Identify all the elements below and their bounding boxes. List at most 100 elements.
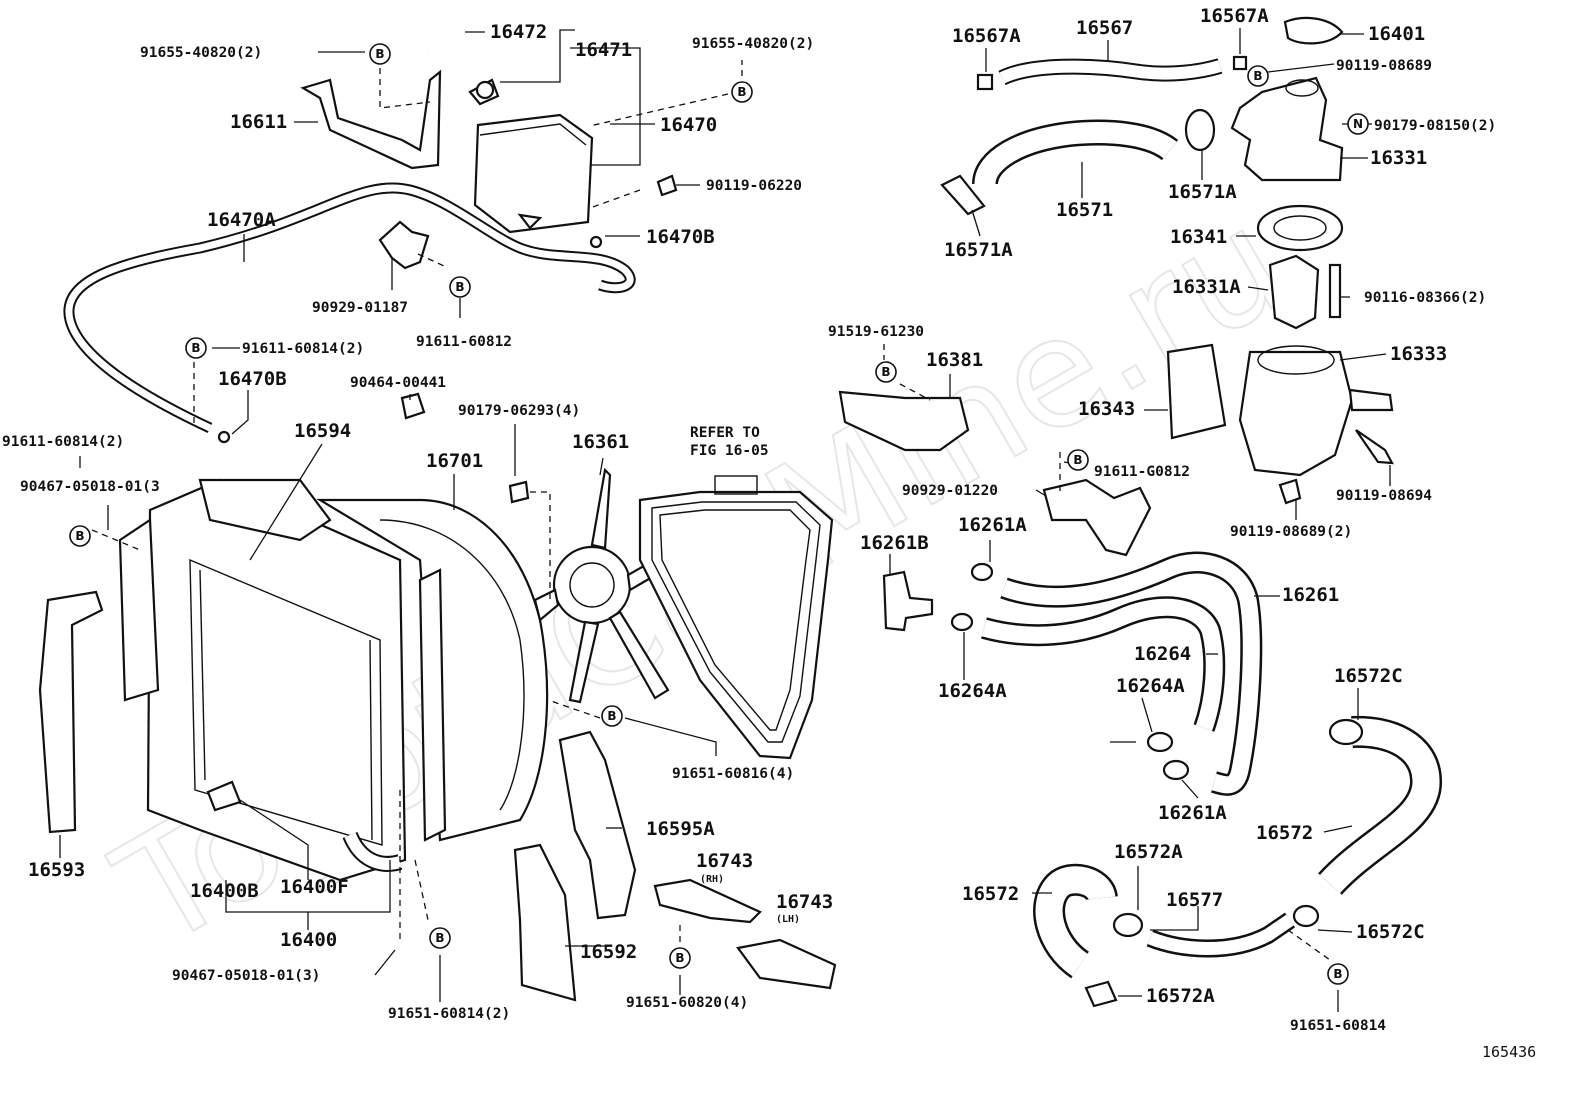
callout-b: B — [69, 525, 91, 547]
callout-b: B — [1247, 65, 1269, 87]
label-91611-60814-2a: 91611-60814(2) — [242, 341, 364, 357]
label-16471: 16471 — [575, 39, 632, 61]
radiator — [118, 478, 407, 882]
svg-text:B: B — [191, 341, 200, 355]
callout-markers: B B B B B B B B B N B B B — [69, 43, 1369, 985]
clip-90464-00441 — [400, 392, 426, 420]
air-guide-rh — [653, 878, 762, 924]
label-90179-08150-2: 90179-08150(2) — [1374, 118, 1496, 134]
label-16400B: 16400B — [190, 880, 259, 902]
label-16567A-right: 16567A — [1200, 5, 1269, 27]
label-90116-08366-2: 90116-08366(2) — [1364, 290, 1486, 306]
label-16261A-top: 16261A — [958, 514, 1027, 536]
label-16567: 16567 — [1076, 17, 1133, 39]
radiator-cap — [1283, 16, 1344, 45]
label-16592: 16592 — [580, 941, 637, 963]
bolt-90119-06220 — [656, 174, 678, 197]
shroud-16594 — [198, 478, 332, 542]
clip-16470B-top — [589, 235, 603, 249]
label-91611-60814-2b: 91611-60814(2) — [2, 434, 124, 450]
callout-b: B — [185, 337, 207, 359]
svg-text:B: B — [737, 85, 746, 99]
label-91651-60814: 91651-60814 — [1290, 1018, 1386, 1034]
label-90119-08689-2: 90119-08689(2) — [1230, 524, 1352, 540]
callout-b: B — [1327, 963, 1349, 985]
drive-belt — [638, 475, 834, 760]
water-outlet — [1230, 76, 1344, 182]
clamp-16567A-right — [1232, 55, 1248, 71]
label-16361: 16361 — [572, 431, 629, 453]
label-16572-right: 16572 — [1256, 822, 1313, 844]
label-16400F: 16400F — [280, 876, 349, 898]
water-inlet — [1238, 350, 1354, 477]
callout-b: B — [1067, 449, 1089, 471]
label-16472: 16472 — [490, 21, 547, 43]
label-16331: 16331 — [1370, 147, 1427, 169]
bracket-90929-01220 — [1042, 478, 1152, 557]
clamp-16571A-right — [1184, 108, 1216, 152]
clamp-16572A-top — [1112, 912, 1144, 938]
label-16571A-left: 16571A — [944, 239, 1013, 261]
label-16470B: 16470B — [218, 368, 287, 390]
gasket-16343 — [1166, 343, 1227, 440]
clamp-16571A-left — [940, 174, 986, 216]
label-16572C-right: 16572C — [1356, 921, 1425, 943]
clamp-16572C-right — [1292, 904, 1320, 928]
label-16470B-top: 16470B — [646, 226, 715, 248]
clamp-16572C-top — [1328, 718, 1364, 746]
label-16264A-left: 16264A — [938, 680, 1007, 702]
clamp-16572A-bot — [1084, 980, 1118, 1008]
label-90467-05018-01-3a: 90467-05018-01(3 — [20, 479, 160, 495]
label-90464-00441: 90464-00441 — [350, 375, 446, 391]
part-drawings — [38, 16, 1442, 1008]
stud-bolt — [1328, 263, 1342, 319]
clamp-16261A-top — [970, 562, 994, 582]
label-16331A: 16331A — [1172, 276, 1241, 298]
label-16400: 16400 — [280, 929, 337, 951]
svg-text:B: B — [455, 280, 464, 294]
callout-b: B — [429, 927, 451, 949]
label-91651-60816-4: 91651-60816(4) — [672, 766, 794, 782]
clamp-16567A-left — [976, 73, 994, 91]
svg-text:B: B — [435, 931, 444, 945]
label-91655-40820-2a: 91655-40820(2) — [140, 45, 262, 61]
svg-text:B: B — [1073, 453, 1082, 467]
tag-rh: (RH) — [700, 874, 724, 885]
label-16381: 16381 — [926, 349, 983, 371]
seal-16593 — [38, 590, 104, 834]
label-16470A: 16470A — [207, 209, 276, 231]
clamp-16261A-bot — [1162, 759, 1190, 781]
label-90119-08694: 90119-08694 — [1336, 488, 1432, 504]
gasket — [1256, 204, 1344, 252]
label-16571A-right: 16571A — [1168, 181, 1237, 203]
note-refer-line2: FIG 16-05 — [690, 443, 769, 459]
label-16572-left: 16572 — [962, 883, 1019, 905]
svg-text:B: B — [675, 951, 684, 965]
label-90467-05018-01-3b: 90467-05018-01(3) — [172, 968, 320, 984]
label-16401: 16401 — [1368, 23, 1425, 45]
label-16264A-mid: 16264A — [1116, 675, 1185, 697]
diagram-id: 165436 — [1482, 1043, 1536, 1061]
label-16264: 16264 — [1134, 643, 1191, 665]
label-16594: 16594 — [294, 420, 351, 442]
label-16572A-top: 16572A — [1114, 841, 1183, 863]
label-16572C-top: 16572C — [1334, 665, 1403, 687]
clip-90929-01187 — [378, 220, 430, 270]
label-16611: 16611 — [230, 111, 287, 133]
seal-16595A — [558, 730, 637, 920]
clip-16470B — [217, 430, 231, 444]
label-90929-01220: 90929-01220 — [902, 483, 998, 499]
label-90119-08689: 90119-08689 — [1336, 58, 1432, 74]
label-91519-61230: 91519-61230 — [828, 324, 924, 340]
label-16571: 16571 — [1056, 199, 1113, 221]
label-16341: 16341 — [1170, 226, 1227, 248]
reservoir-tank — [468, 78, 594, 234]
label-16333: 16333 — [1390, 343, 1447, 365]
seal-16592 — [513, 843, 577, 1002]
label-16343: 16343 — [1078, 398, 1135, 420]
bolt-90119-08694 — [1355, 429, 1394, 465]
tag-lh: (LH) — [776, 914, 800, 925]
label-90179-06293-4: 90179-06293(4) — [458, 403, 580, 419]
part-labels: 91655-40820(2) 16472 16471 91655-40820(2… — [2, 5, 1536, 1061]
